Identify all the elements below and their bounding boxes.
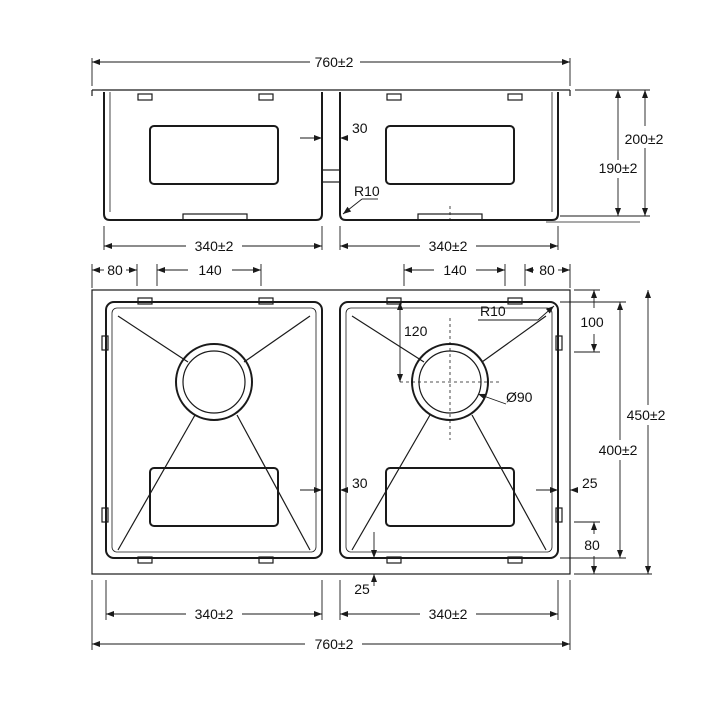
plan-left-offset-label: 80 bbox=[107, 262, 123, 278]
plan-drain-depth-label: 120 bbox=[404, 323, 428, 339]
outer-flange bbox=[91, 289, 571, 575]
right-bowl-window bbox=[385, 125, 515, 185]
dim-plan-depths: 450±2 400±2 bbox=[560, 290, 666, 575]
plan-drain-offset-label: 100 bbox=[580, 314, 604, 330]
plan-bottom-rim-label: 25 bbox=[354, 581, 370, 597]
top-total-height-label: 200±2 bbox=[625, 131, 664, 147]
plan-right-offset-label: 80 bbox=[539, 262, 555, 278]
dim-top-gap: 30 bbox=[300, 120, 368, 141]
plan-corner-radius-label: R10 bbox=[480, 303, 506, 319]
left-bowl-section bbox=[103, 92, 323, 221]
dim-drain-offset: 100 bbox=[574, 289, 604, 353]
clip-icon bbox=[137, 297, 153, 305]
clip-icon bbox=[386, 93, 402, 101]
clip-icon bbox=[258, 93, 274, 101]
clip-icon bbox=[507, 297, 523, 305]
clip-icon bbox=[555, 335, 563, 351]
clip-icon bbox=[101, 335, 109, 351]
dim-bottom-width: 760±2 bbox=[91, 580, 571, 652]
bottom-right-bowl-label: 340±2 bbox=[429, 606, 468, 622]
dim-top-bowls: 340±2 340±2 bbox=[103, 226, 559, 254]
clip-icon bbox=[101, 507, 109, 523]
bottom-width-label: 760±2 bbox=[315, 636, 354, 652]
top-bowl-height-label: 190±2 bbox=[599, 160, 638, 176]
dim-side-rim: 25 bbox=[536, 475, 598, 493]
dim-plan-top: 80 140 140 80 bbox=[91, 262, 571, 288]
clip-icon bbox=[137, 556, 153, 564]
left-drain bbox=[175, 343, 253, 421]
top-left-bowl-label: 340±2 bbox=[195, 238, 234, 254]
section-view bbox=[91, 89, 640, 223]
left-bowl-window bbox=[149, 125, 279, 185]
plan-total-depth-label: 450±2 bbox=[627, 407, 666, 423]
dim-plan-gap: 30 bbox=[300, 475, 368, 493]
dim-lower-offset: 80 bbox=[574, 521, 600, 574]
clip-icon bbox=[258, 556, 274, 564]
plan-drain-diameter-label: Ø90 bbox=[506, 389, 533, 405]
plan-bowl-depth-label: 400±2 bbox=[599, 442, 638, 458]
dim-drain-depth: 120 bbox=[397, 302, 428, 382]
top-right-bowl-label: 340±2 bbox=[429, 238, 468, 254]
clip-icon bbox=[386, 297, 402, 305]
dim-plan-radius: R10 bbox=[478, 303, 556, 321]
right-basket bbox=[385, 467, 515, 527]
clip-icon bbox=[507, 93, 523, 101]
dim-top-heights: 200±2 190±2 bbox=[560, 89, 664, 217]
dim-bottom-rim: 25 bbox=[354, 532, 377, 597]
top-radius-label: R10 bbox=[354, 183, 380, 199]
dim-top-radius: R10 bbox=[341, 183, 380, 217]
bottom-left-bowl-label: 340±2 bbox=[195, 606, 234, 622]
clip-icon bbox=[386, 556, 402, 564]
plan-gap-label: 30 bbox=[352, 475, 368, 491]
right-bowl-section bbox=[339, 92, 559, 221]
left-bowl-plan bbox=[105, 301, 323, 559]
dim-top-width: 760±2 bbox=[91, 54, 571, 86]
plan-lower-offset-label: 80 bbox=[584, 537, 600, 553]
top-width-label: 760±2 bbox=[315, 54, 354, 70]
top-gap-label: 30 bbox=[352, 120, 368, 136]
dim-bottom-bowls: 340±2 340±2 bbox=[105, 580, 559, 622]
clip-icon bbox=[137, 93, 153, 101]
plan-view bbox=[91, 289, 571, 575]
dim-drain-diameter: Ø90 bbox=[476, 389, 533, 405]
plan-right-drain-label: 140 bbox=[443, 262, 467, 278]
left-basket bbox=[149, 467, 279, 527]
plan-left-drain-label: 140 bbox=[198, 262, 222, 278]
plan-side-rim-label: 25 bbox=[582, 475, 598, 491]
clip-icon bbox=[555, 507, 563, 523]
right-bowl-plan bbox=[339, 301, 559, 559]
clip-icon bbox=[507, 556, 523, 564]
clip-icon bbox=[258, 297, 274, 305]
